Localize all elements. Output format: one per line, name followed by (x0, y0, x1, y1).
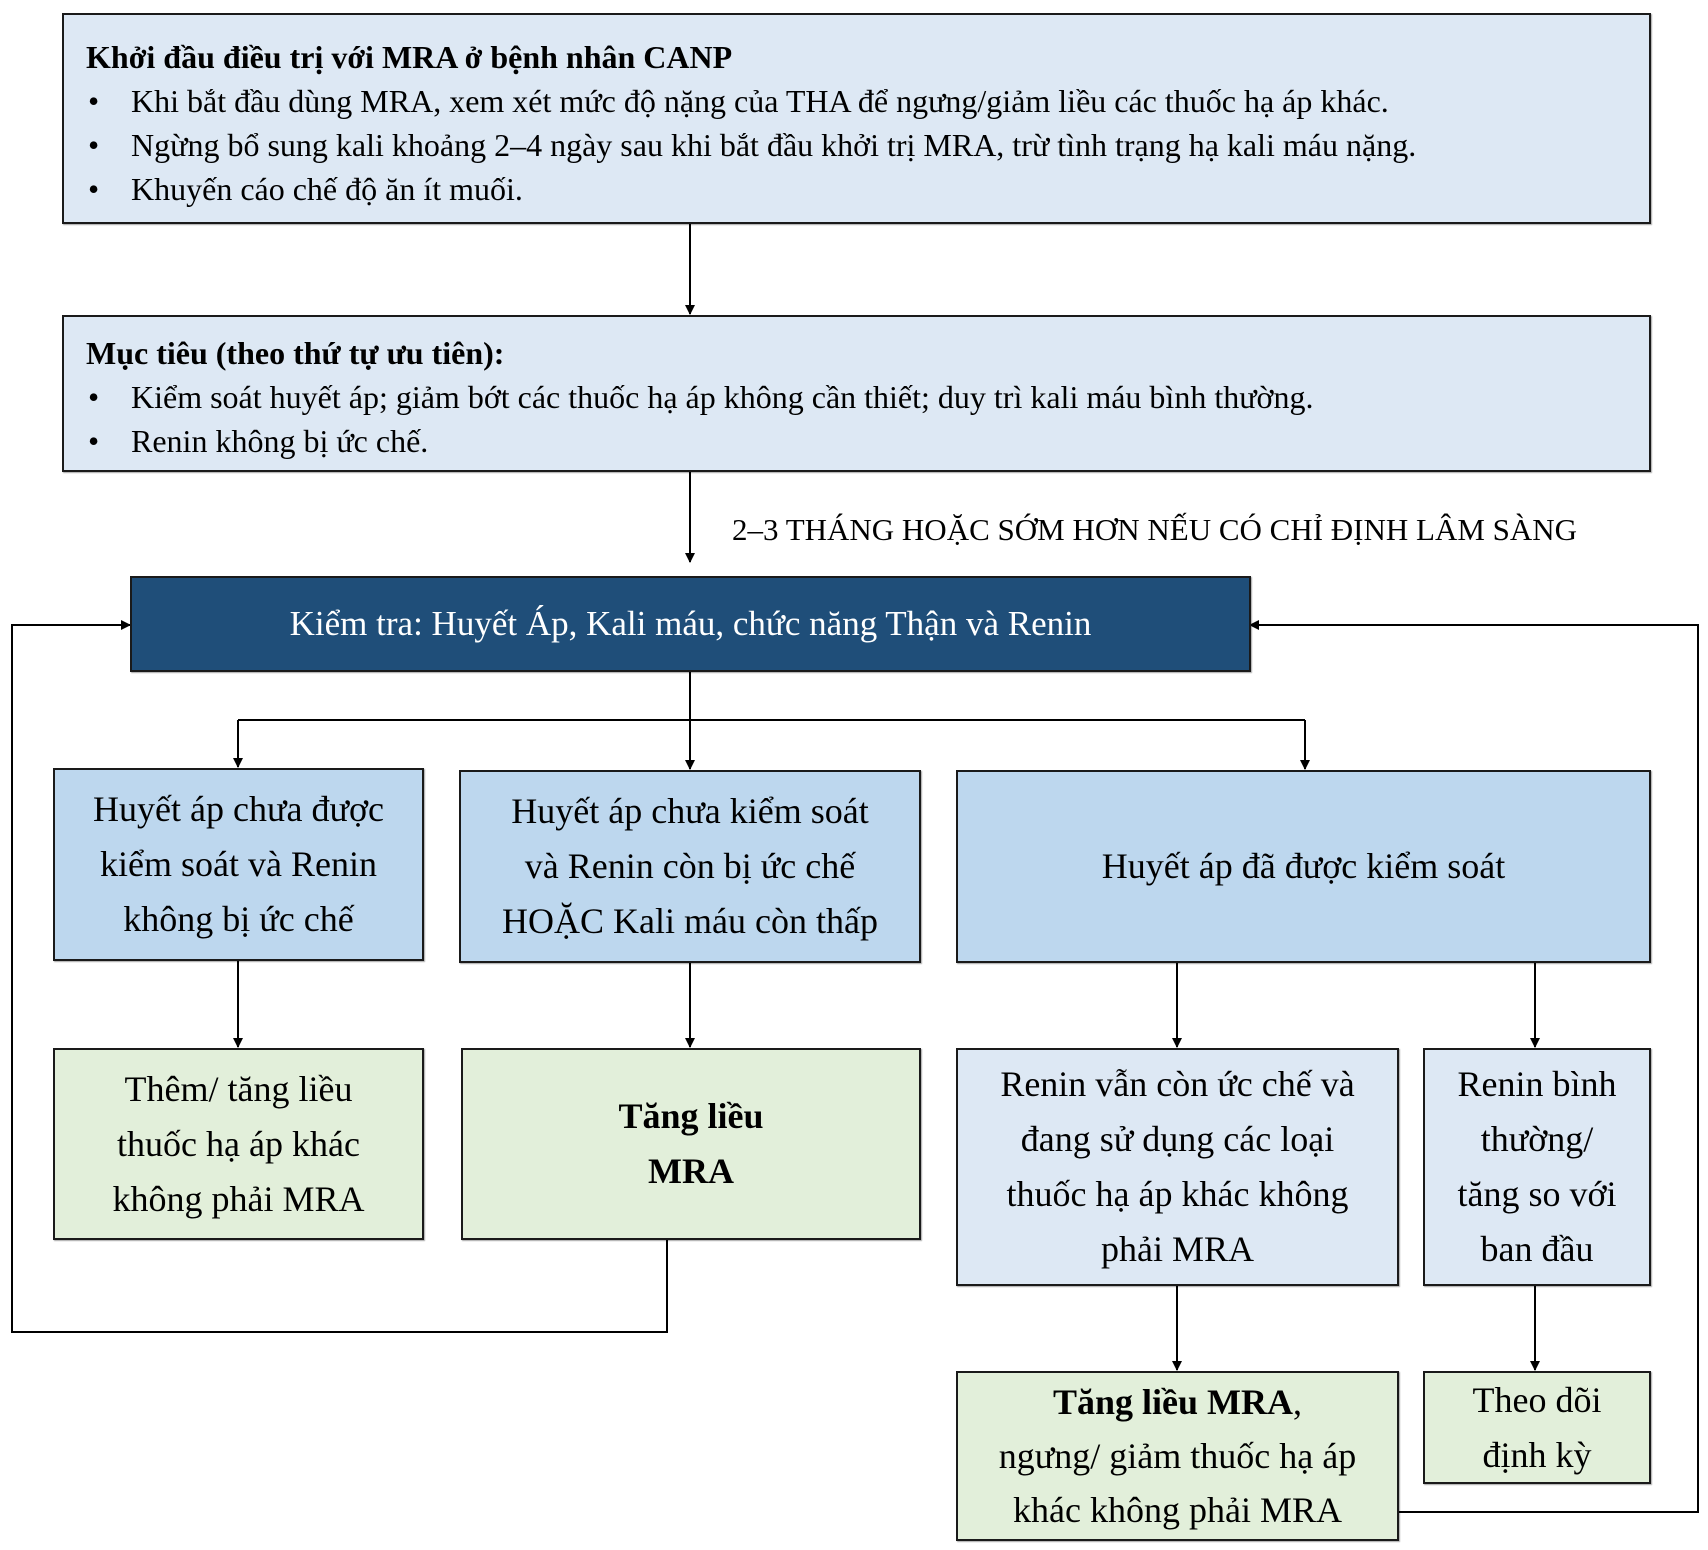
condition-line: Renin bình (1457, 1064, 1617, 1104)
condition-line: HOẶC Kali máu còn thấp (502, 901, 878, 941)
condition-line: thuốc hạ áp khác không (1006, 1174, 1349, 1214)
condition-line: và Renin còn bị ức chế (524, 846, 856, 886)
condition-line: không bị ức chế (123, 899, 354, 939)
condition-line: Huyết áp chưa kiểm soát (511, 791, 869, 831)
action-comma: , (1293, 1382, 1302, 1422)
action-add-other-drugs: Thêm/ tăng liều thuốc hạ áp khác không p… (53, 1048, 424, 1240)
condition-line: đang sử dụng các loại (1020, 1119, 1335, 1159)
action-line: Tăng liều (618, 1096, 764, 1136)
goals-bullet: Kiểm soát huyết áp; giảm bớt các thuốc h… (86, 375, 1627, 419)
action-increase-mra-reduce-others: Tăng liều MRA, ngưng/ giảm thuốc hạ áp k… (956, 1371, 1399, 1541)
action-line: định kỳ (1482, 1434, 1592, 1475)
interval-note: 2–3 THÁNG HOẶC SỚM HƠN NẾU CÓ CHỈ ĐỊNH L… (732, 512, 1578, 547)
check-box: Kiểm tra: Huyết Áp, Kali máu, chức năng … (130, 576, 1251, 672)
start-treatment-title: Khởi đầu điều trị với MRA ở bệnh nhân CA… (86, 39, 733, 75)
start-treatment-box: Khởi đầu điều trị với MRA ở bệnh nhân CA… (62, 13, 1651, 224)
start-bullet: Ngừng bổ sung kali khoảng 2–4 ngày sau k… (86, 123, 1627, 167)
action-line: khác không phải MRA (1013, 1490, 1342, 1530)
condition-line: Renin vẫn còn ức chế và (1000, 1064, 1355, 1104)
condition-renin-normal: Renin bình thường/ tăng so với ban đầu (1423, 1048, 1651, 1286)
condition-bp-uncontrolled-renin-not-suppressed: Huyết áp chưa được kiểm soát và Renin kh… (53, 768, 424, 961)
action-line: MRA (648, 1151, 734, 1191)
start-bullet: Khuyến cáo chế độ ăn ít muối. (86, 167, 1627, 211)
condition-bp-controlled: Huyết áp đã được kiểm soát (956, 770, 1651, 963)
condition-line: phải MRA (1101, 1229, 1254, 1269)
condition-line: tăng so với (1457, 1174, 1617, 1214)
action-line: thuốc hạ áp khác (117, 1123, 360, 1164)
goals-bullet: Renin không bị ức chế. (86, 419, 1627, 463)
condition-line: kiểm soát và Renin (100, 844, 377, 884)
action-line: ngưng/ giảm thuốc hạ áp (998, 1436, 1357, 1476)
goals-title: Mục tiêu (theo thứ tự ưu tiên): (86, 335, 505, 371)
start-bullet: Khi bắt đầu dùng MRA, xem xét mức độ nặn… (86, 79, 1627, 123)
action-emphasis: Tăng liều MRA (1052, 1382, 1293, 1422)
action-monitor: Theo dõi định kỳ (1423, 1371, 1651, 1484)
condition-renin-suppressed-other-drugs: Renin vẫn còn ức chế và đang sử dụng các… (956, 1048, 1399, 1286)
condition-line: ban đầu (1480, 1229, 1594, 1269)
condition-bp-controlled-label: Huyết áp đã được kiểm soát (1101, 846, 1506, 886)
action-increase-mra: Tăng liều MRA (461, 1048, 921, 1240)
check-box-label: Kiểm tra: Huyết Áp, Kali máu, chức năng … (289, 604, 1092, 643)
action-line: không phải MRA (112, 1178, 365, 1219)
condition-line: thường/ (1480, 1119, 1594, 1159)
action-line: Theo dõi (1472, 1379, 1602, 1420)
condition-bp-uncontrolled-renin-suppressed: Huyết áp chưa kiểm soát và Renin còn bị … (459, 770, 921, 963)
condition-line: Huyết áp chưa được (93, 789, 384, 829)
goals-box: Mục tiêu (theo thứ tự ưu tiên): Kiểm soá… (62, 315, 1651, 472)
action-line: Thêm/ tăng liều (124, 1068, 353, 1109)
